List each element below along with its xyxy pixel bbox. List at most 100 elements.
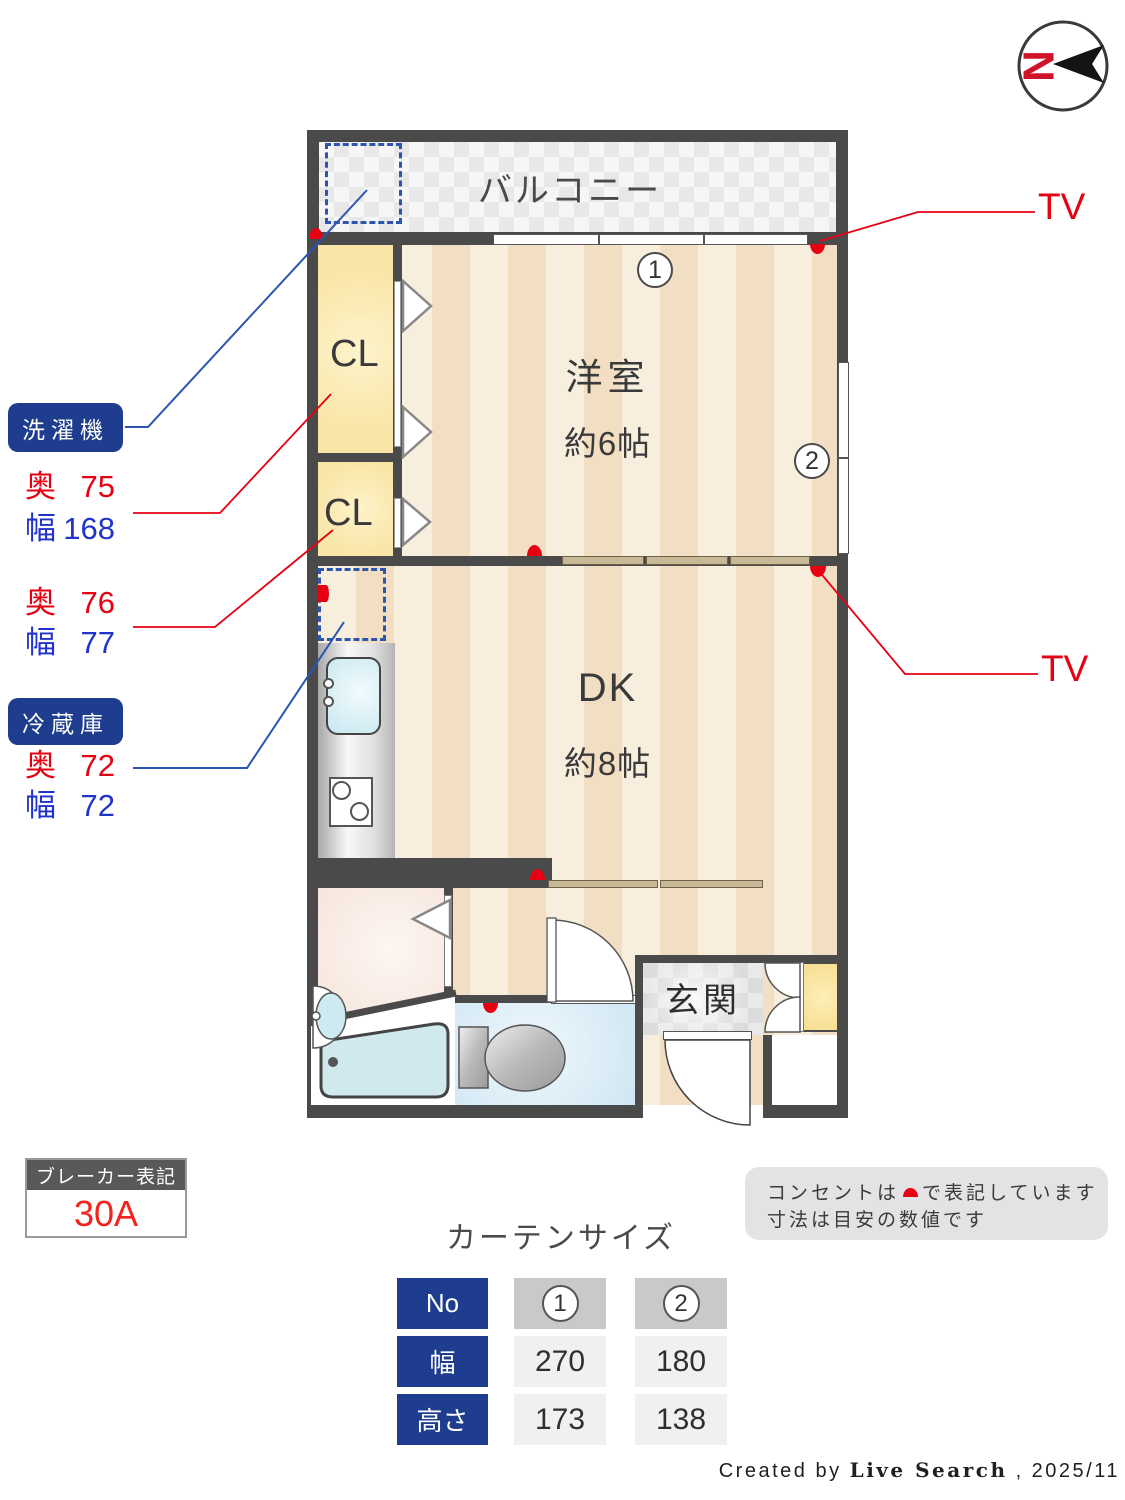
depth-value: 76: [80, 585, 115, 620]
sink-faucet: [323, 678, 334, 689]
balcony-label: バルコニー: [477, 172, 663, 210]
depth-label: 奥: [25, 748, 56, 783]
curtain-col1-width: 270: [514, 1336, 606, 1387]
notes-line1-pre: コンセントは: [767, 1183, 900, 1204]
closet-width-row: 幅 77: [25, 626, 115, 660]
compass-circle: [1017, 20, 1109, 112]
western-room-label: 洋室: [565, 357, 650, 398]
wall-closet-divider: [311, 453, 402, 462]
entrance-floor: [643, 963, 763, 1035]
compass-north-letter: N: [1014, 50, 1063, 82]
compass-arrow: [1053, 45, 1104, 83]
washer-depth-row: 奥 75: [25, 470, 115, 504]
curtain-mark-1-number: 1: [648, 255, 662, 284]
depth-label: 奥: [25, 469, 56, 504]
wall-outer-left: [307, 232, 318, 1118]
western-room-size: 約6帖: [563, 425, 652, 462]
sliding-door-segment: [646, 556, 728, 565]
notes-line2: 寸法は目安の数値です: [767, 1210, 988, 1231]
leader-tv-upper: [819, 211, 1035, 242]
toilet-floor: [452, 1003, 635, 1105]
sink-faucet: [323, 696, 334, 707]
wall-entrance-top: [635, 955, 848, 963]
wall-balcony-right: [836, 130, 848, 242]
window-top-divider: [703, 234, 705, 245]
notes-line1-post: で表記しています: [922, 1183, 1098, 1204]
fridge-depth-row: 奥 72: [25, 749, 115, 783]
notes-line1: コンセントは で表記しています: [767, 1180, 1108, 1207]
leader-closet-bottom: [133, 529, 334, 628]
window-top-divider: [598, 234, 600, 245]
curtain-header-no: No: [397, 1278, 488, 1329]
washer-badge: 洗濯機: [8, 403, 123, 452]
shoe-cabinet-face: [797, 962, 804, 1032]
curtain-table-title: カーテンサイズ: [445, 1222, 677, 1255]
window-top: [493, 234, 808, 245]
credit-suffix: , 2025/11: [1015, 1460, 1120, 1482]
washer-width-row: 幅 168: [25, 512, 115, 546]
wall-balcony-top: [307, 130, 848, 142]
curtain-col2-number: 2: [674, 1289, 688, 1317]
breaker-box: ブレーカー表記 30A: [25, 1158, 187, 1238]
closet-top-label: CL: [330, 333, 379, 375]
width-label: 幅: [25, 511, 56, 546]
wall-toilet-right: [635, 955, 643, 1105]
curtain-col1-height: 173: [514, 1394, 606, 1445]
closet-depth-row: 奥 76: [25, 586, 115, 620]
curtain-header-width: 幅: [397, 1336, 488, 1387]
sliding-door-segment: [562, 556, 644, 565]
closet-top-door: [394, 281, 401, 447]
leader-closet-top: [133, 393, 332, 514]
dk-label: DK: [577, 666, 638, 710]
curtain-mark-2-number: 2: [805, 446, 819, 475]
toilet-door-threshold: [551, 995, 636, 1004]
wall-toilet-top: [444, 995, 643, 1003]
wall-outer-right: [837, 232, 848, 1118]
breaker-title: ブレーカー表記: [27, 1160, 185, 1190]
entrance-door-leaf: [663, 1031, 752, 1040]
credit-prefix: Created by: [718, 1460, 842, 1482]
outlet: [318, 585, 329, 602]
dk-size: 約8帖: [563, 745, 652, 782]
curtain-mark-2: 2: [794, 443, 830, 479]
wall-bottom-right: [763, 1105, 848, 1118]
curtain-col2-width: 180: [635, 1336, 727, 1387]
outlet-tv-upper: [810, 244, 825, 254]
balcony-floor: [319, 142, 836, 232]
outlet: [483, 1003, 498, 1013]
width-label: 幅: [25, 625, 56, 660]
sliding-door-segment: [548, 880, 658, 888]
outlet: [527, 545, 542, 556]
wall-balcony-left: [307, 130, 319, 242]
depth-value: 72: [80, 748, 115, 783]
fridge-badge: 冷蔵庫: [8, 698, 123, 745]
breaker-value: 30A: [73, 1193, 139, 1234]
curtain-col1-no: 1: [514, 1278, 606, 1329]
leader-tv-lower: [817, 569, 1038, 675]
entrance-label: 玄関: [665, 982, 741, 1020]
fridge-placeholder: [318, 568, 386, 641]
credit-brand: Live Search: [849, 1458, 1008, 1482]
curtain-col2-no: 2: [635, 1278, 727, 1329]
closet-bottom-door: [394, 498, 401, 548]
curtain-mark-1: 1: [637, 252, 673, 288]
outlet: [530, 869, 545, 880]
wall-porch-left: [763, 1035, 772, 1118]
curtain-header-height: 高さ: [397, 1394, 488, 1445]
washroom-door: [444, 895, 452, 987]
window-right-divider: [838, 457, 849, 459]
depth-label: 奥: [25, 585, 56, 620]
compass: N: [1014, 20, 1109, 112]
washroom-floor: [311, 888, 444, 1025]
tv-upper-label: TV: [1038, 186, 1086, 227]
fridge-width-row: 幅 72: [25, 789, 115, 823]
curtain-col1-mark: 1: [541, 1285, 579, 1322]
stove-burner: [350, 802, 369, 821]
width-value: 168: [63, 511, 115, 546]
shoe-cabinet: [801, 962, 841, 1032]
width-value: 77: [80, 625, 115, 660]
closet-bottom-label: CL: [324, 492, 373, 534]
porch-alcove: [772, 1035, 837, 1105]
curtain-col1-number: 1: [553, 1289, 567, 1317]
